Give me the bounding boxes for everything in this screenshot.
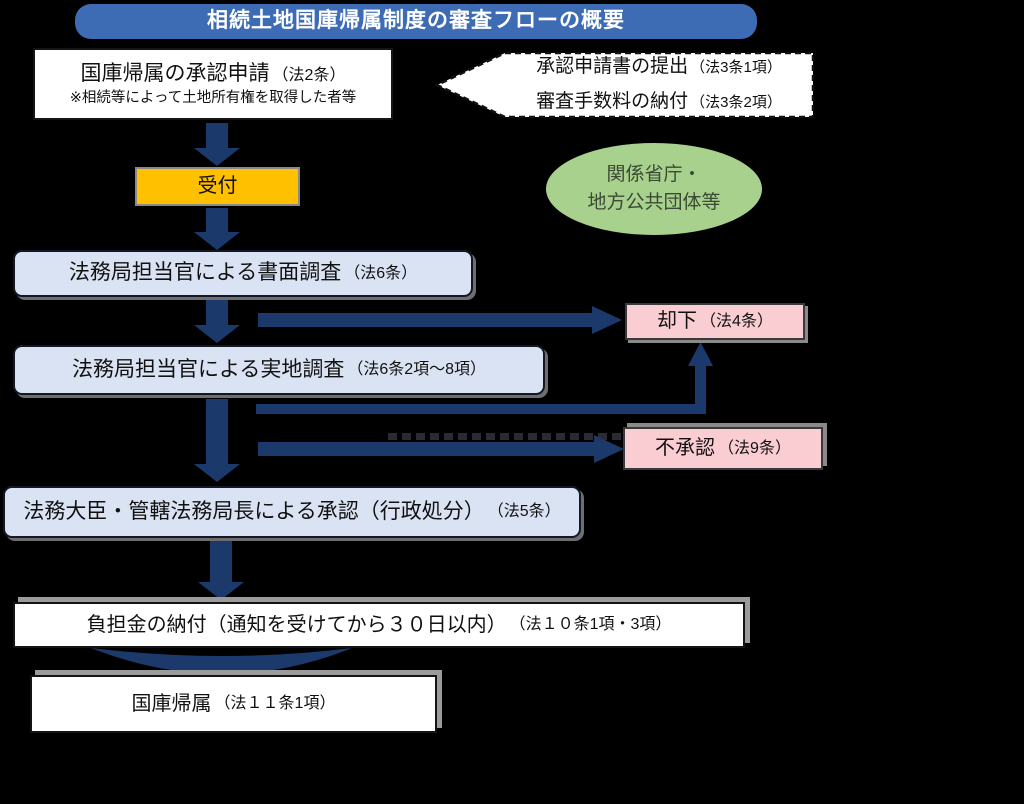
elbow-arrow-field-survey-to-rejection — [256, 342, 713, 414]
down-arrow-approval-to-payment — [198, 540, 244, 600]
callout-bubble-shape — [434, 51, 815, 119]
application-box: 国庫帰属の承認申請（法2条） ※相続等によって土地所有権を取得した者等 — [33, 48, 393, 120]
attribution-law-ref: （法１１条1項） — [214, 695, 336, 712]
rejection-main-text: 却下 — [657, 310, 698, 332]
agencies-line-2: 地方公共団体等 — [587, 192, 721, 213]
agencies-line-1: 関係省庁・ — [606, 164, 702, 186]
callout-line-2: 審査手数料の納付（法3条2項） — [506, 91, 812, 114]
payment-law-ref: （法１０条1項・3項） — [509, 616, 672, 633]
attribution-box: 国庫帰属（法１１条1項） — [30, 675, 437, 733]
payment-box: 負担金の納付（通知を受けてから３０日以内）（法１０条1項・3項） — [13, 602, 745, 648]
down-arrow-field-survey-to-approval — [194, 399, 240, 482]
agencies-ellipse: 関係省庁・ 地方公共団体等 — [546, 143, 762, 235]
approval-box: 法務大臣・管轄法務局長による承認（行政処分）（法5条） — [3, 486, 581, 538]
callout-line1-main: 承認申請書の提出 — [536, 56, 689, 77]
down-arrow-document-review-to-field-survey — [194, 299, 240, 343]
callout-line2-ref: （法3条2項） — [690, 94, 782, 112]
reception-box: 受付 — [135, 167, 300, 206]
curved-arrow-payment-to-attribution — [91, 648, 352, 674]
approval-law-ref: （法5条） — [487, 503, 561, 520]
disapproval-main-text: 不承認 — [655, 437, 716, 459]
diagram-title: 相続土地国庫帰属制度の審査フローの概要 — [75, 4, 757, 39]
field-survey-box: 法務局担当官による実地調査（法6条2項～8項） — [13, 345, 545, 395]
application-main-text: 国庫帰属の承認申請 — [80, 62, 270, 86]
right-arrow-to-rejection — [258, 306, 622, 334]
application-note: ※相続等によって土地所有権を取得した者等 — [69, 89, 357, 106]
field-survey-main-text: 法務局担当官による実地調査 — [71, 357, 345, 381]
right-arrow-to-disapproval — [258, 435, 624, 463]
callout-line2-main: 審査手数料の納付 — [536, 91, 689, 113]
document-review-law-ref: （法6条） — [344, 264, 418, 282]
callout-bubble: 承認申請書の提出（法3条1項） 審査手数料の納付（法3条2項） — [506, 56, 812, 114]
callout-line-1: 承認申請書の提出（法3条1項） — [506, 56, 812, 79]
rejection-law-ref: （法4条） — [700, 312, 773, 330]
field-survey-law-ref: （法6条2項～8項） — [347, 361, 487, 378]
application-law-ref: （法2条） — [272, 67, 346, 85]
application-label: 国庫帰属の承認申請（法2条） — [81, 61, 346, 87]
disapproval-law-ref: （法9条） — [718, 439, 791, 457]
down-arrow-reception-to-document-review — [194, 208, 240, 250]
document-review-main-text: 法務局担当官による書面調査 — [68, 261, 342, 285]
attribution-main-text: 国庫帰属 — [131, 692, 212, 715]
illegible-clipped-text — [388, 433, 626, 440]
down-arrow-application-to-reception — [194, 123, 240, 166]
disapproval-box: 不承認（法9条） — [623, 427, 823, 470]
document-review-box: 法務局担当官による書面調査（法6条） — [13, 250, 473, 297]
callout-line1-ref: （法3条1項） — [690, 59, 782, 76]
rejection-box: 却下（法4条） — [625, 303, 805, 340]
approval-main-text: 法務大臣・管轄法務局長による承認（行政処分） — [23, 499, 485, 523]
payment-main-text: 負担金の納付（通知を受けてから３０日以内） — [86, 613, 507, 636]
